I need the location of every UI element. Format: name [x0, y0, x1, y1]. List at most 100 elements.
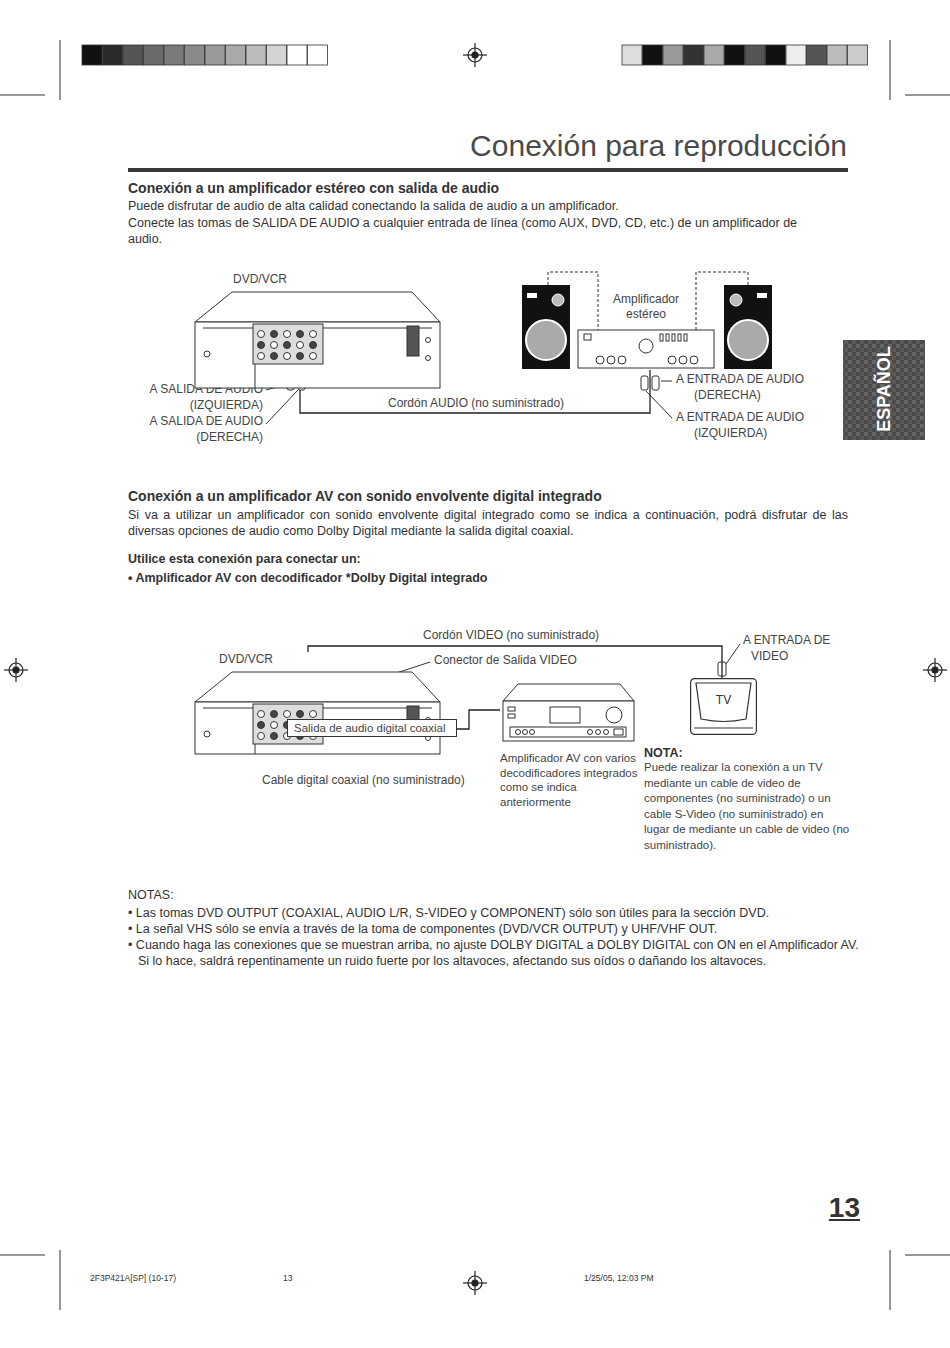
label-text: A ENTRADA DE VIDEO — [743, 633, 851, 664]
label-text: • Las tomas DVD OUTPUT (COAXIAL, AUDIO L… — [128, 905, 860, 921]
rf-panel — [407, 326, 419, 356]
power-socket — [204, 351, 210, 357]
registration-square — [103, 45, 123, 65]
jack — [271, 711, 278, 718]
node-text: DVD/VCR — [219, 652, 460, 666]
device-node: TV — [690, 678, 757, 735]
device-node: DVD/VCR — [195, 272, 445, 390]
jack — [297, 331, 304, 338]
label-text: Conector de Salida VIDEO — [434, 653, 604, 669]
crosshair-dot — [472, 1280, 478, 1286]
panel-edge — [255, 364, 256, 388]
amp-button — [607, 356, 615, 364]
jack — [284, 342, 291, 349]
label-text: Conexión a un amplificador AV con sonido… — [128, 487, 848, 505]
registration-square — [226, 45, 246, 65]
speaker-right — [724, 285, 772, 369]
registration-square — [82, 45, 102, 65]
av-amplifier-illustration — [500, 683, 636, 743]
av-button — [523, 730, 528, 735]
label-text: • Cuando haga las conexiones que se mues… — [128, 937, 860, 969]
jack — [271, 733, 278, 740]
label-text: 13 — [283, 1273, 313, 1284]
crosshair-dot — [13, 667, 19, 673]
amp-meter — [666, 334, 669, 341]
registration-square — [308, 45, 328, 65]
amp-meter — [672, 334, 675, 341]
av-display — [550, 707, 580, 723]
cable-label: Cordón AUDIO (no suministrado) — [386, 396, 566, 412]
registration-square — [786, 45, 806, 65]
av-button — [530, 730, 535, 735]
tv-body — [691, 679, 757, 735]
jack — [258, 722, 265, 729]
label-text: 1/25/05, 12:03 PM — [584, 1273, 724, 1284]
label-text: • La señal VHS sólo se envía a través de… — [128, 921, 860, 937]
language-tab — [843, 340, 925, 440]
jack-panel — [253, 324, 323, 364]
registration-square — [663, 45, 683, 65]
cable-label: Cordón VIDEO (no suministrado) — [421, 628, 601, 644]
page-title: Conexión para reproducción — [380, 128, 847, 164]
dvd-vcr-body — [195, 292, 440, 388]
jack — [284, 331, 291, 338]
tv-base-line — [694, 727, 753, 728]
jack — [310, 342, 317, 349]
label-text: A ENTRADA DE AUDIO (DERECHA) — [676, 372, 844, 403]
registration-square — [185, 45, 205, 65]
amp-button — [679, 356, 687, 364]
dvd-vcr-illustration — [195, 272, 445, 390]
device-node: DVD/VCR Salida de audio digital coaxial — [195, 652, 460, 756]
label-text: 2F3P421A[SP] (10-17) — [90, 1273, 240, 1284]
label-text: A ENTRADA DE AUDIO (IZQUIERDA) — [676, 410, 844, 441]
av-button — [516, 730, 521, 735]
node-text: TV — [690, 693, 757, 707]
av-button — [588, 730, 593, 735]
jack — [310, 331, 317, 338]
label-text: Conexión a un amplificador estéreo con s… — [128, 179, 848, 197]
label-text: A SALIDA DE AUDIO (DERECHA) — [130, 414, 263, 445]
device-node: Amplificador AV con varios decodificador… — [500, 683, 640, 809]
amp-knob — [639, 339, 653, 353]
label-text: NOTAS: — [128, 887, 328, 903]
amp-button — [668, 356, 676, 364]
panel-edge — [255, 744, 256, 754]
jack — [258, 342, 265, 349]
dvd-back-panel — [195, 322, 440, 388]
jack — [284, 353, 291, 360]
av-knob — [606, 707, 622, 723]
jack — [258, 711, 265, 718]
registration-square — [827, 45, 847, 65]
node-text: Salida de audio digital coaxial — [294, 722, 450, 734]
registration-square — [205, 45, 225, 65]
speaker-left — [522, 285, 570, 369]
title-rule — [128, 168, 848, 172]
jack — [271, 353, 278, 360]
label-text: Utilice esta conexión para conectar un: — [128, 551, 848, 567]
crosshair-dot — [932, 667, 938, 673]
av-button — [508, 714, 515, 718]
registration-square — [246, 45, 266, 65]
registration-square — [848, 45, 868, 65]
screw — [426, 338, 431, 343]
jack — [258, 353, 265, 360]
registration-square — [745, 45, 765, 65]
av-button — [614, 729, 623, 735]
amp-button — [618, 356, 626, 364]
dvd-top-face — [195, 672, 440, 702]
registration-square — [144, 45, 164, 65]
amp-meter — [678, 334, 681, 341]
amp-front — [578, 330, 714, 368]
amp-button — [596, 356, 604, 364]
registration-square — [164, 45, 184, 65]
tv-cabinet — [691, 679, 757, 735]
label-text: NOTA: — [644, 745, 849, 761]
dvd-top-face — [195, 292, 440, 322]
label-text: Si va a utilizar un amplificador con son… — [128, 507, 848, 540]
jack — [271, 722, 278, 729]
node-text: Amplificador AV con varios decodificador… — [500, 751, 640, 809]
av-button — [596, 730, 601, 735]
leader-lines — [266, 381, 740, 700]
jack — [271, 331, 278, 338]
